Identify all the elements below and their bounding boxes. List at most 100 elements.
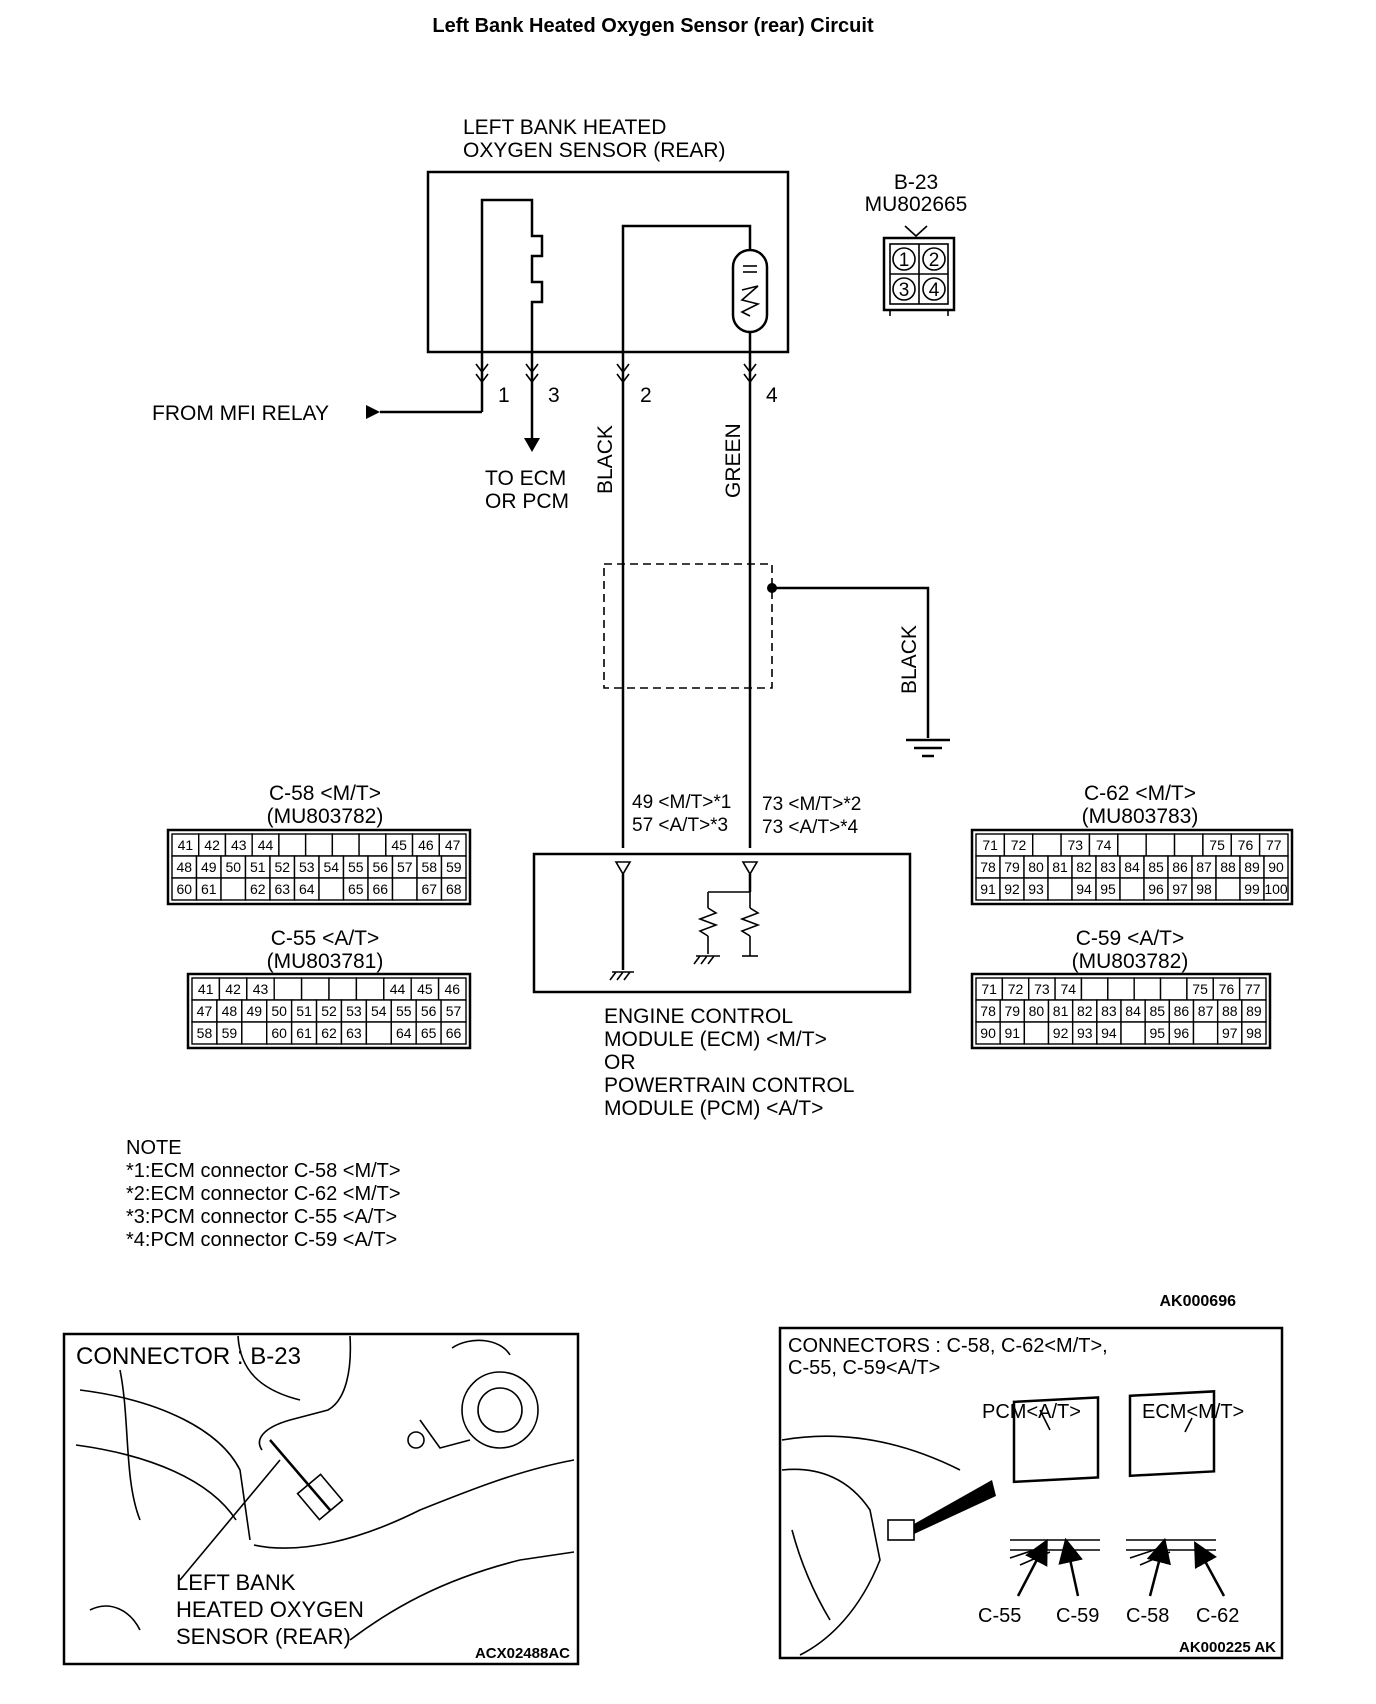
c59-part: (MU803782)	[1072, 950, 1189, 973]
pin-number: 62	[321, 1025, 337, 1041]
ground-wire-black	[767, 583, 950, 758]
photo-left-label-line3: SENSOR (REAR)	[176, 1624, 351, 1649]
pin-number: 85	[1149, 1003, 1165, 1019]
pin-number: 98	[1196, 881, 1212, 897]
pin-number: 94	[1101, 1025, 1117, 1041]
pin-number: 66	[446, 1025, 462, 1041]
pin-cell	[331, 833, 360, 857]
label-c58: C-58	[1126, 1605, 1169, 1627]
pin-number: 91	[980, 881, 996, 897]
pin-number: 57	[446, 1003, 462, 1019]
pin-cell	[1133, 977, 1162, 1001]
wire-pin4-number: 4	[766, 384, 778, 407]
term-left-line1: 49 <M/T>*1	[632, 792, 731, 813]
pin-number: 54	[323, 859, 339, 875]
pin-number: 50	[271, 1003, 287, 1019]
c59-title: C-59 <A/T>	[1076, 927, 1185, 950]
pin-number: 74	[1096, 837, 1112, 853]
photo-right-code: AK000225 AK	[1179, 1639, 1276, 1656]
pin-number: 53	[299, 859, 315, 875]
pin-number: 49	[246, 1003, 262, 1019]
term-left-line2: 57 <A/T>*3	[632, 815, 728, 836]
pin-cell	[304, 833, 334, 857]
pin-number: 50	[225, 859, 241, 875]
pin-number: 43	[253, 981, 269, 997]
module-label-line2: MODULE (ECM) <M/T>	[604, 1028, 827, 1051]
pin-number: 60	[271, 1025, 287, 1041]
pin-number: 52	[321, 1003, 337, 1019]
note-item-2: *2:ECM connector C-62 <M/T>	[126, 1183, 401, 1205]
term-right-line2: 73 <A/T>*4	[762, 817, 859, 838]
pin-cell	[241, 1021, 268, 1045]
b23-pin-1: 1	[899, 250, 910, 271]
ecm-pcm-module-box	[532, 852, 912, 994]
reference-code: AK000696	[1160, 1293, 1237, 1310]
pin-number: 78	[980, 1003, 996, 1019]
pin-number: 47	[445, 837, 461, 853]
pin-number: 71	[981, 981, 997, 997]
sensor-loop-wire	[621, 224, 752, 352]
module-label-line5: MODULE (PCM) <A/T>	[604, 1097, 823, 1120]
wire-pin1	[366, 352, 489, 419]
pin-number: 90	[980, 1025, 996, 1041]
pin-number: 68	[446, 881, 462, 897]
pin-number: 46	[418, 837, 434, 853]
c55-title: C-55 <A/T>	[271, 927, 380, 950]
module-label-line4: POWERTRAIN CONTROL	[604, 1074, 854, 1097]
connector-arrows	[1016, 1537, 1226, 1597]
pin-number: 75	[1209, 837, 1225, 853]
pin-cell	[358, 833, 387, 857]
wire-pin3-number: 3	[548, 384, 560, 407]
pin-cell	[355, 977, 385, 1001]
pin-cell	[440, 1021, 467, 1045]
pin-cell	[1241, 1021, 1267, 1045]
pin-number: 82	[1077, 1003, 1093, 1019]
oxygen-sensor-element	[731, 248, 769, 334]
pin-number: 76	[1238, 837, 1254, 853]
pin-number: 94	[1076, 881, 1092, 897]
module-internal-circuit	[609, 861, 761, 981]
c55-housing	[186, 972, 472, 1050]
pin-number: 87	[1196, 859, 1212, 875]
pin-number: 89	[1246, 1003, 1262, 1019]
pin-number: 62	[250, 881, 266, 897]
to-ecm-label-line2: OR PCM	[485, 490, 569, 513]
b23-pin-2: 2	[929, 250, 940, 271]
module-label-line3: OR	[604, 1051, 636, 1074]
pin-number: 41	[178, 837, 194, 853]
pin-number: 77	[1245, 981, 1261, 997]
pin-number: 84	[1125, 1003, 1141, 1019]
pin-number: 43	[231, 837, 247, 853]
pin-number: 63	[274, 881, 290, 897]
pin-number: 73	[1067, 837, 1083, 853]
pin-cell	[318, 877, 345, 901]
pin-number: 86	[1174, 1003, 1190, 1019]
pin-cell	[300, 977, 330, 1001]
pin-number: 84	[1124, 859, 1140, 875]
pin-number: 52	[274, 859, 290, 875]
pin-number: 81	[1053, 1003, 1069, 1019]
pin-number: 75	[1192, 981, 1208, 997]
pin-number: 98	[1246, 1025, 1262, 1041]
c62-part: (MU803783)	[1082, 805, 1199, 828]
wire-pin2-number: 2	[640, 384, 652, 407]
photo-left-code: ACX02488AC	[475, 1645, 570, 1662]
b23-pin-3: 3	[899, 280, 910, 301]
pin-number: 83	[1101, 1003, 1117, 1019]
from-mfi-relay-label: FROM MFI RELAY	[152, 402, 329, 425]
pin-cell	[328, 977, 358, 1001]
pin-number: 42	[204, 837, 220, 853]
shield-dashed-box	[603, 563, 773, 689]
pin-number: 67	[421, 881, 437, 897]
pin-number: 80	[1028, 859, 1044, 875]
pin-cell	[1145, 833, 1176, 857]
pin-number: 58	[197, 1025, 213, 1041]
photo-right-title-line2: C-55, C-59<A/T>	[788, 1357, 940, 1379]
pin-number: 54	[371, 1003, 387, 1019]
pin-number: 57	[397, 859, 413, 875]
sensor-box	[426, 170, 790, 354]
pin-number: 88	[1222, 1003, 1238, 1019]
